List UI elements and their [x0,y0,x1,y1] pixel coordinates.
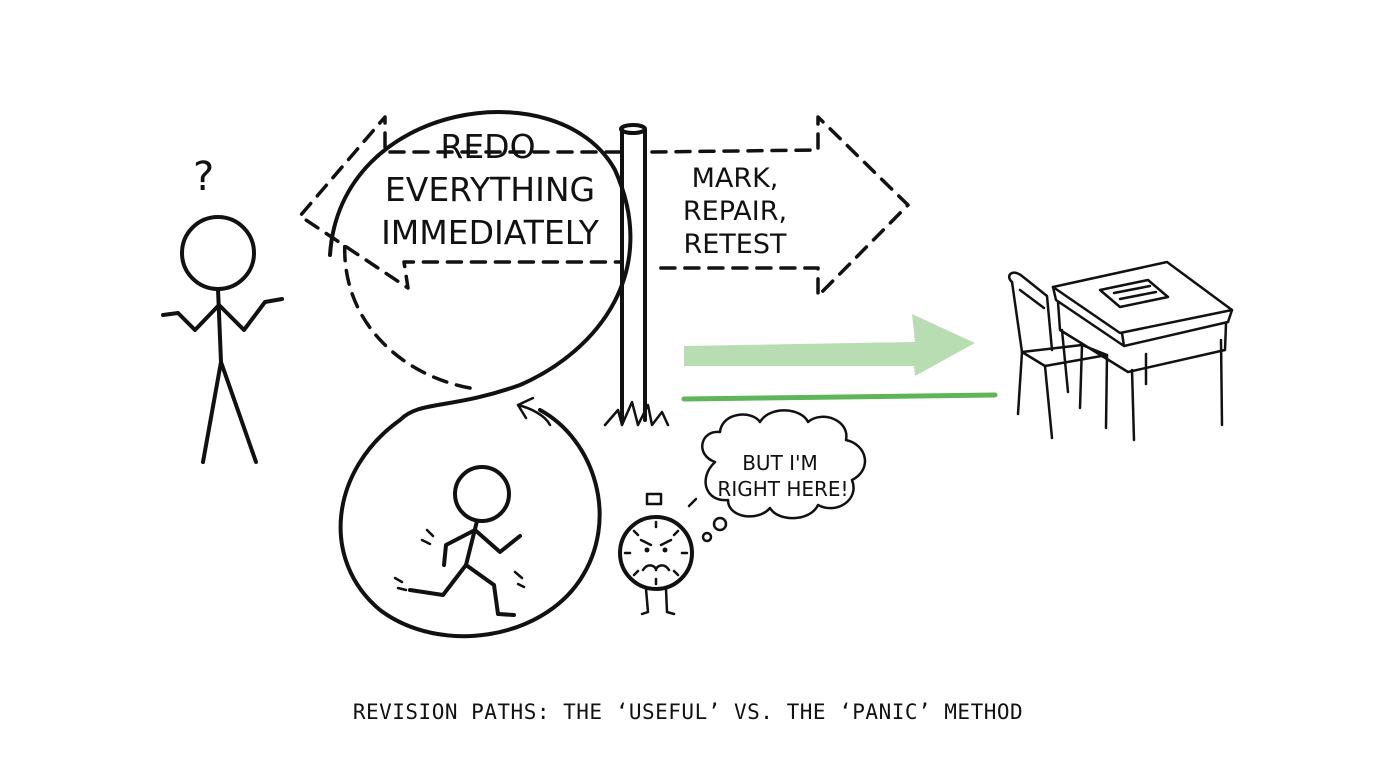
runner-arms [442,528,522,567]
panic-loop-curve [328,110,633,639]
chair-back-frame [1010,280,1046,354]
paper-lines [1112,284,1158,301]
question-mark: ? [193,154,214,200]
stopwatch-legs [640,587,676,616]
green-path-line [681,392,998,402]
stopwatch-button [687,497,698,508]
figure-legs [201,360,258,464]
angry-eyebrows [639,538,673,547]
useful-arrow-sign: MARK, REPAIR, RETEST [650,115,910,298]
useful-path [681,314,998,402]
panic-arrow-sign: REDO EVERYTHING IMMEDIATELY [298,115,622,290]
stopwatch-crown [645,492,663,506]
bubble-dot-small [701,531,713,543]
figure-body [216,287,223,364]
running-stick-figure [393,465,526,617]
right-arrow-outline [650,115,910,298]
stopwatch-face [618,515,694,591]
clock-speech-line1: BUT I'M [742,451,818,475]
pole-top [619,123,647,135]
school-desk-and-chair [1007,260,1234,442]
thought-bubble: BUT I'M RIGHT HERE! [701,409,867,543]
grass-tuft-icon [603,400,670,427]
chair-backrest [1007,271,1054,352]
useful-sign-line2: REPAIR, [683,196,787,227]
bubble-dot-large [712,516,728,532]
mustache-icon [641,564,671,572]
panic-loop-dashed-return [343,238,472,390]
panic-sign-line3: IMMEDIATELY [381,213,600,252]
left-eye [644,547,650,553]
panic-sign-line1: REDO [440,127,535,166]
pole-sides [620,128,647,422]
panic-sign-line2: EVERYTHING [385,170,595,209]
right-eye [662,547,668,553]
left-arrow-outline [298,115,622,290]
clock-speech-line2: RIGHT HERE! [717,477,848,501]
figure-head [180,215,256,291]
panic-loop [328,110,633,639]
desk-legs [1060,328,1224,442]
desk-top-edge [1051,285,1234,348]
runner-legs [408,563,516,617]
signpost-pole [603,123,670,427]
confused-stick-figure: ? [161,154,284,464]
angry-stopwatch [618,492,698,616]
desk-top [1051,260,1234,335]
desk-drawer [1056,300,1228,374]
chair-legs [1016,343,1109,440]
bubble-cloud [701,409,867,520]
diagram-caption: REVISION PATHS: THE ‘USEFUL’ VS. THE ‘PA… [352,700,1024,724]
motion-lines-icon [393,528,526,592]
runner-head [453,465,511,523]
figure-shrug-arms [161,297,284,332]
loop-arrowhead-icon [516,396,552,427]
stopwatch-ticks [623,520,689,586]
green-arrow-icon [684,314,975,376]
runner-body [464,519,479,567]
useful-sign-line1: MARK, [692,163,779,194]
useful-sign-line3: RETEST [683,229,787,260]
paper-on-desk-icon [1098,278,1170,309]
